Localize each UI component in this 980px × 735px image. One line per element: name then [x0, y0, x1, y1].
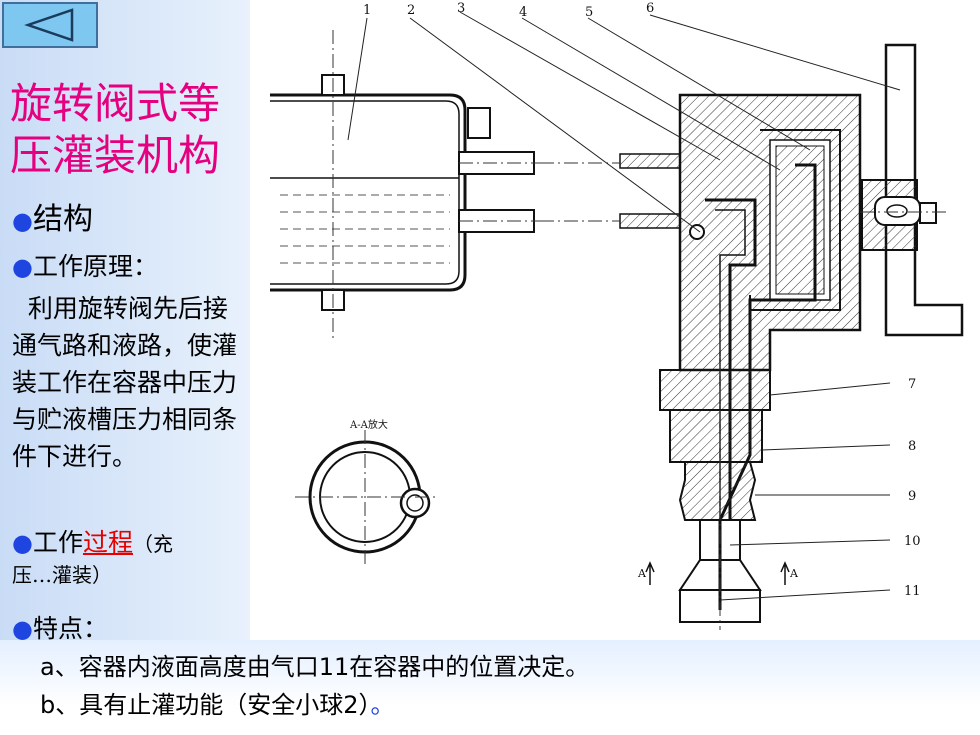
label-5: 5 [585, 5, 593, 20]
section-a-a-detail [295, 430, 790, 585]
title-line-1: 旋转阀式等 [10, 79, 221, 128]
bullet-dot: ● [12, 207, 33, 235]
label-4: 4 [519, 5, 527, 20]
valve-lever [860, 43, 964, 337]
lower-fittings [659, 290, 771, 630]
valve-diagram: 1 2 3 4 5 6 7 8 9 10 11 A-A放大 A A [270, 1, 964, 630]
rotary-valve-body [678, 93, 862, 610]
bullet-structure: ●结构 [12, 202, 93, 237]
bullet-dot: ● [12, 253, 33, 281]
label-10: 10 [904, 534, 921, 549]
storage-tank [270, 30, 491, 340]
label-11: 11 [904, 584, 921, 599]
leader-lines [347, 11, 901, 601]
back-button[interactable] [2, 2, 98, 48]
process-line-2: 压…灌装） [12, 563, 112, 587]
process-link[interactable]: 过程 [82, 528, 133, 557]
left-panel-background [0, 0, 250, 735]
feature-b: b、具有止灌功能（安全小球2）。 [40, 691, 395, 719]
label-7: 7 [908, 377, 916, 392]
title-line-2: 压灌装机构 [10, 131, 221, 180]
triangle-left-icon [24, 8, 74, 42]
section-marker-right: A [789, 567, 799, 580]
label-2: 2 [407, 3, 415, 18]
diagram-labels: 1 2 3 4 5 6 7 8 9 10 11 A-A放大 A A [349, 1, 921, 599]
label-6: 6 [646, 1, 654, 16]
section-title: A-A放大 [349, 418, 388, 431]
bullet-dot: ● [12, 615, 33, 643]
principle-text: 利用旋转阀先后接通气路和液路，使灌装工作在容器中压力与贮液槽压力相同条件下进行。 [12, 294, 238, 471]
bullet-dot: ● [12, 529, 33, 557]
feature-a: a、容器内液面高度由气口11在容器中的位置决定。 [40, 653, 590, 681]
bullet-features: ●特点： [12, 614, 108, 643]
label-3: 3 [457, 1, 465, 16]
bullet-principle: ●工作原理： [12, 252, 158, 281]
page-title: 旋转阀式等 压灌装机构 [10, 78, 270, 182]
section-marker-left: A [637, 567, 647, 580]
tank-pipes [458, 151, 681, 233]
bottom-panel-background [0, 640, 980, 735]
bullet-process: ●工作过程（充 [12, 528, 173, 557]
label-9: 9 [908, 489, 916, 504]
label-8: 8 [908, 439, 916, 454]
label-1: 1 [363, 3, 371, 18]
